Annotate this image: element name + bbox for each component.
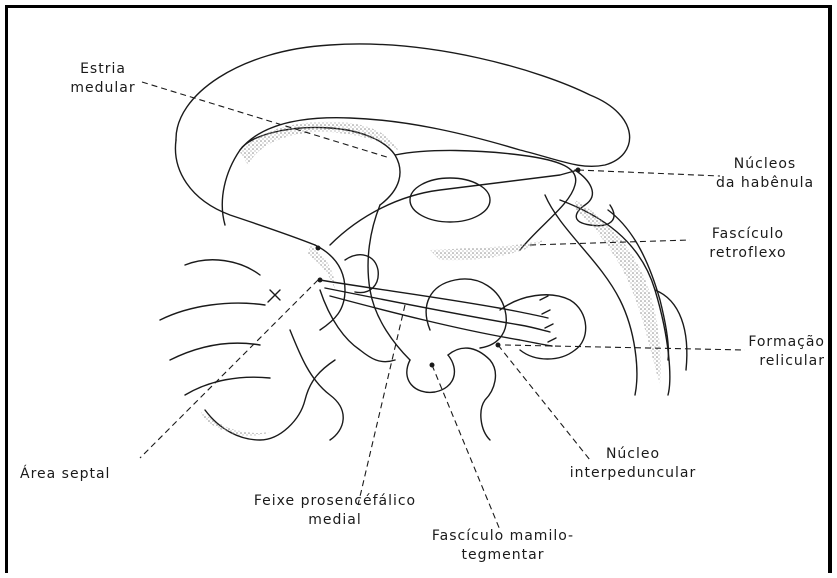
corpus-callosum: [176, 44, 630, 225]
label-area-septal: Área septal: [20, 465, 110, 484]
label-fasciculo-mamilo-tegmentar: Fascículo mamilo- tegmentar: [408, 527, 598, 565]
label-fasciculo-retroflexo-line1: Fascículo: [688, 225, 808, 244]
leader-nucleo-interpeduncular: [498, 345, 590, 460]
label-nucleo-interpeduncular: Núcleo interpeduncular: [548, 445, 718, 483]
label-nucleo-line1: Núcleo: [548, 445, 718, 464]
label-fasciculo-mamilo-line2: tegmentar: [408, 546, 598, 565]
label-formacao-line2: relicular: [700, 352, 825, 371]
label-nucleos-line2: da habênula: [700, 174, 830, 193]
label-area-septal-text: Área septal: [20, 466, 110, 482]
stipple-callosum: [240, 122, 398, 165]
label-estria-line1: Estria: [58, 60, 148, 79]
stipple-septal: [308, 245, 335, 290]
label-estria-medular: Estria medular: [58, 60, 148, 98]
hypothalamus: [368, 205, 410, 360]
label-estria-line2: medular: [58, 79, 148, 98]
frontal-lines: [185, 260, 260, 275]
label-fasciculo-mamilo-line1: Fascículo mamilo-: [408, 527, 598, 546]
stipple-brainstem: [575, 200, 661, 385]
leader-nucleos: [578, 170, 720, 176]
optic-region: [290, 330, 343, 440]
label-nucleos-line1: Núcleos: [700, 155, 830, 174]
thalamus-outline: [395, 150, 576, 250]
medial-forebrain-bundle: [320, 280, 548, 318]
stria-medullaris: [330, 170, 578, 245]
label-nucleos-habenula: Núcleos da habênula: [700, 155, 830, 193]
label-nucleo-line2: interpeduncular: [548, 464, 718, 483]
label-fasciculo-retroflexo-line2: retroflexo: [688, 244, 808, 263]
label-feixe-line1: Feixe prosencéfálico: [230, 492, 440, 511]
stipple-thalamus: [430, 240, 545, 260]
interpeduncular-region: [426, 279, 506, 348]
leader-feixe: [358, 305, 405, 505]
label-feixe-prosencefalico: Feixe prosencéfálico medial: [230, 492, 440, 530]
mammillary-body: [407, 355, 455, 392]
label-fasciculo-retroflexo: Fascículo retroflexo: [688, 225, 808, 263]
label-formacao-relicular: Formação relicular: [700, 333, 825, 371]
stipple-base: [200, 410, 270, 436]
brainstem: [560, 200, 670, 395]
label-formacao-line1: Formação: [700, 333, 825, 352]
